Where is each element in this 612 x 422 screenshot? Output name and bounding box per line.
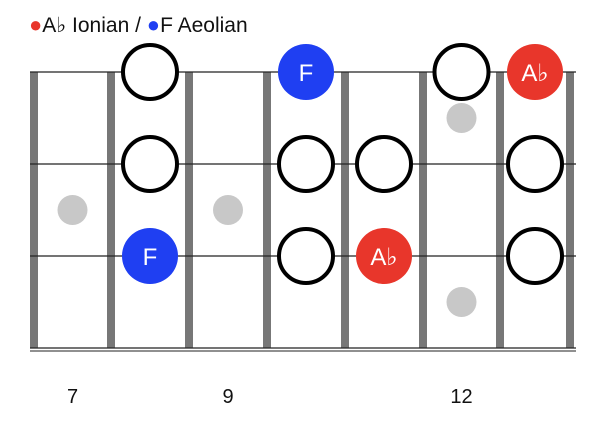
fret-number-7: 7 bbox=[67, 386, 78, 408]
fret-wire-7 bbox=[566, 72, 574, 348]
f-root-note-8 bbox=[122, 228, 178, 284]
legend: ●A♭ Ionian / ●F Aeolian bbox=[29, 12, 248, 38]
scale-note-11 bbox=[506, 227, 564, 285]
fret-number-9: 9 bbox=[222, 386, 233, 408]
inlay-dot-1 bbox=[213, 195, 243, 225]
note-label-10: A♭ bbox=[370, 244, 397, 271]
fret-wire-3 bbox=[263, 72, 271, 348]
ab-ionian-label: A♭ Ionian / bbox=[42, 14, 141, 37]
ab-root-note-3 bbox=[507, 44, 563, 100]
scale-note-9 bbox=[277, 227, 335, 285]
ab-ionian-bullet: ● bbox=[29, 12, 43, 37]
note-label-8: F bbox=[143, 244, 158, 271]
scale-note-4 bbox=[121, 135, 179, 193]
scale-note-5 bbox=[277, 135, 335, 193]
fret-wire-2 bbox=[185, 72, 193, 348]
inlay-dot-0 bbox=[57, 195, 88, 225]
fret-wire-1 bbox=[107, 72, 115, 348]
note-label-3: A♭ bbox=[521, 60, 548, 87]
f-aeolian-bullet: ● bbox=[146, 12, 161, 37]
f-aeolian-label: F Aeolian bbox=[160, 14, 248, 37]
fret-number-12: 12 bbox=[450, 386, 472, 408]
f-root-note-1 bbox=[278, 44, 334, 100]
fret-wire-0 bbox=[30, 72, 38, 348]
fret-wire-6 bbox=[496, 72, 504, 348]
scale-note-7 bbox=[506, 135, 564, 193]
inlay-dot-3 bbox=[446, 287, 477, 317]
scale-note-0 bbox=[121, 43, 179, 101]
inlay-dot-2 bbox=[446, 103, 477, 133]
note-label-1: F bbox=[299, 60, 314, 87]
fret-wire-5 bbox=[419, 72, 427, 348]
scale-note-2 bbox=[432, 43, 491, 101]
ab-root-note-10 bbox=[356, 228, 412, 284]
fret-wire-4 bbox=[341, 72, 349, 348]
scale-note-6 bbox=[355, 135, 413, 193]
